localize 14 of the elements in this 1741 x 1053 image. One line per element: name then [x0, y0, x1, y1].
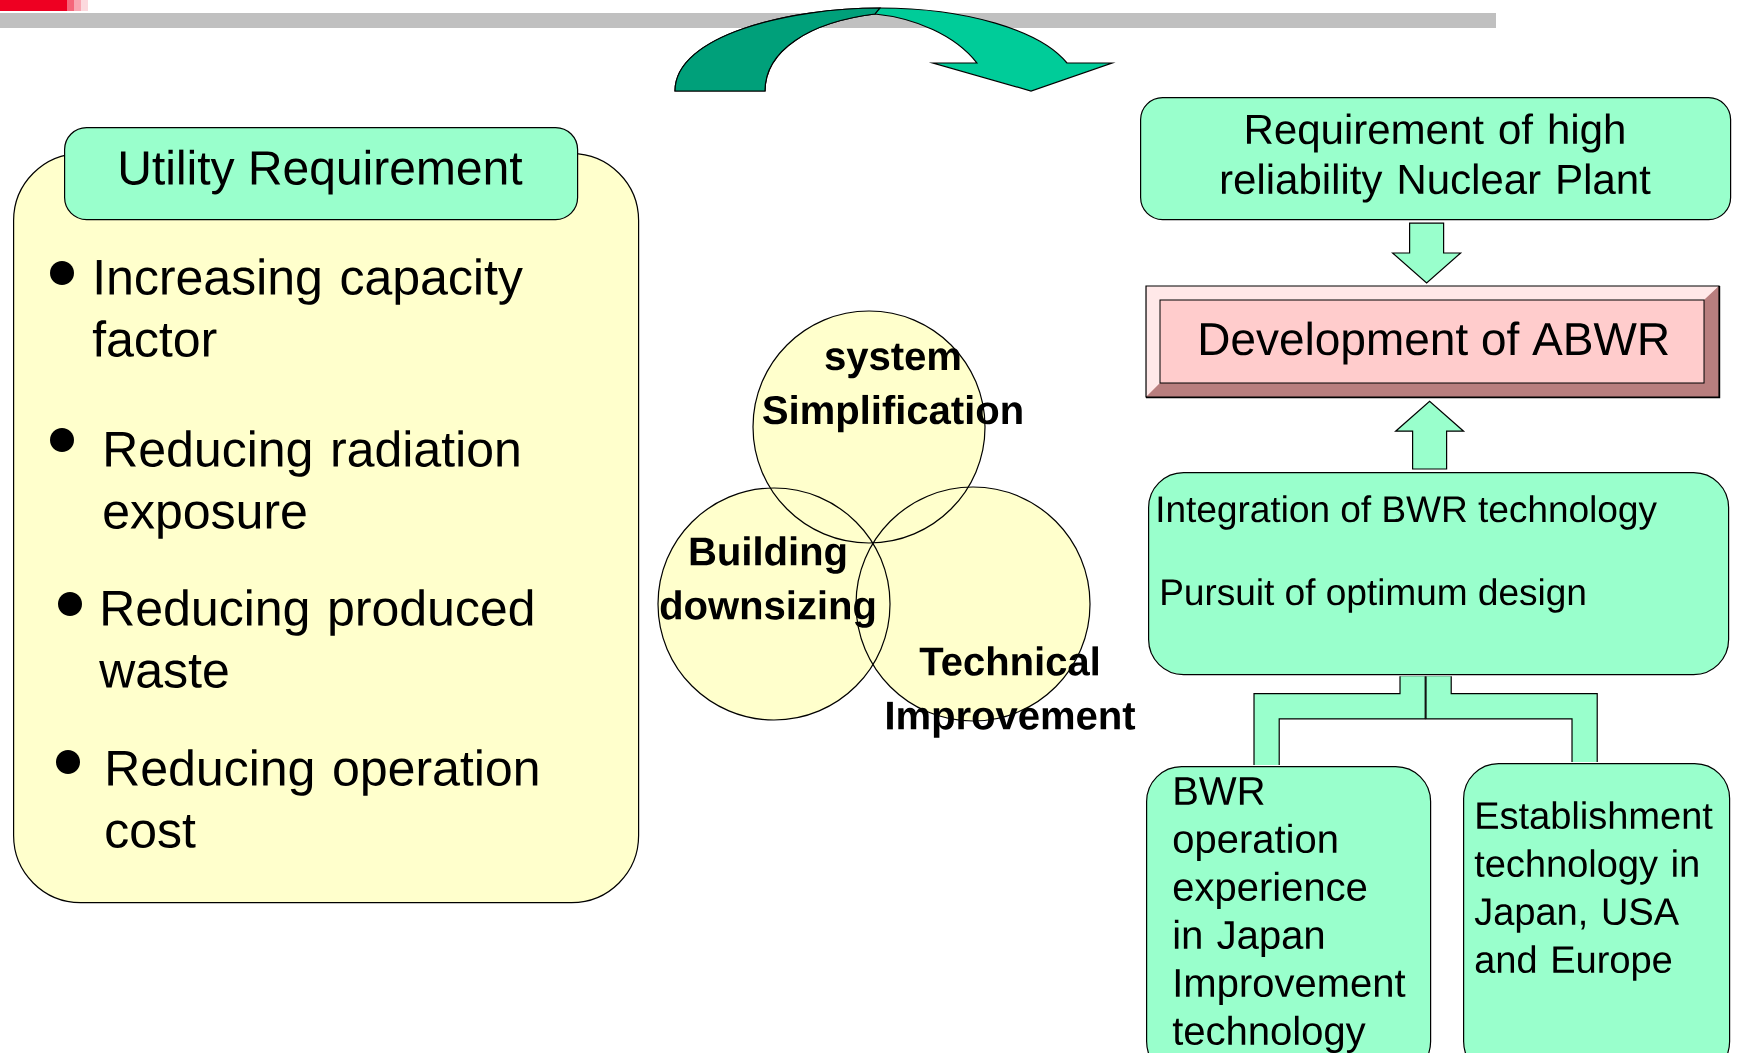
- process-box: BWR operation experience in Japan Improvement technology: [1146, 766, 1432, 1053]
- bullet-item: Increasing capacity factor: [50, 258, 523, 357]
- pipe-connector: [1253, 676, 1426, 765]
- pipe-connector: [1425, 676, 1598, 762]
- bullet-item: Reducing produced waste: [58, 589, 533, 688]
- process-box: Requirement of high reliability Nuclear Plant: [1140, 97, 1732, 221]
- process-box: Integration of BWR technology Pursuit of optimum design: [1148, 472, 1730, 676]
- bullet-item: Reducing operation cost: [56, 749, 538, 848]
- block-arrow: [1394, 400, 1466, 470]
- process-box: Establishment technology in Japan, USA and Europe: [1463, 763, 1731, 1053]
- beveled-box: Development of ABWR: [1145, 285, 1721, 399]
- block-arrow: [1391, 222, 1463, 284]
- bullet-item: Reducing radiation exposure: [50, 428, 519, 539]
- heading-tab: Utility Requirement: [64, 127, 579, 221]
